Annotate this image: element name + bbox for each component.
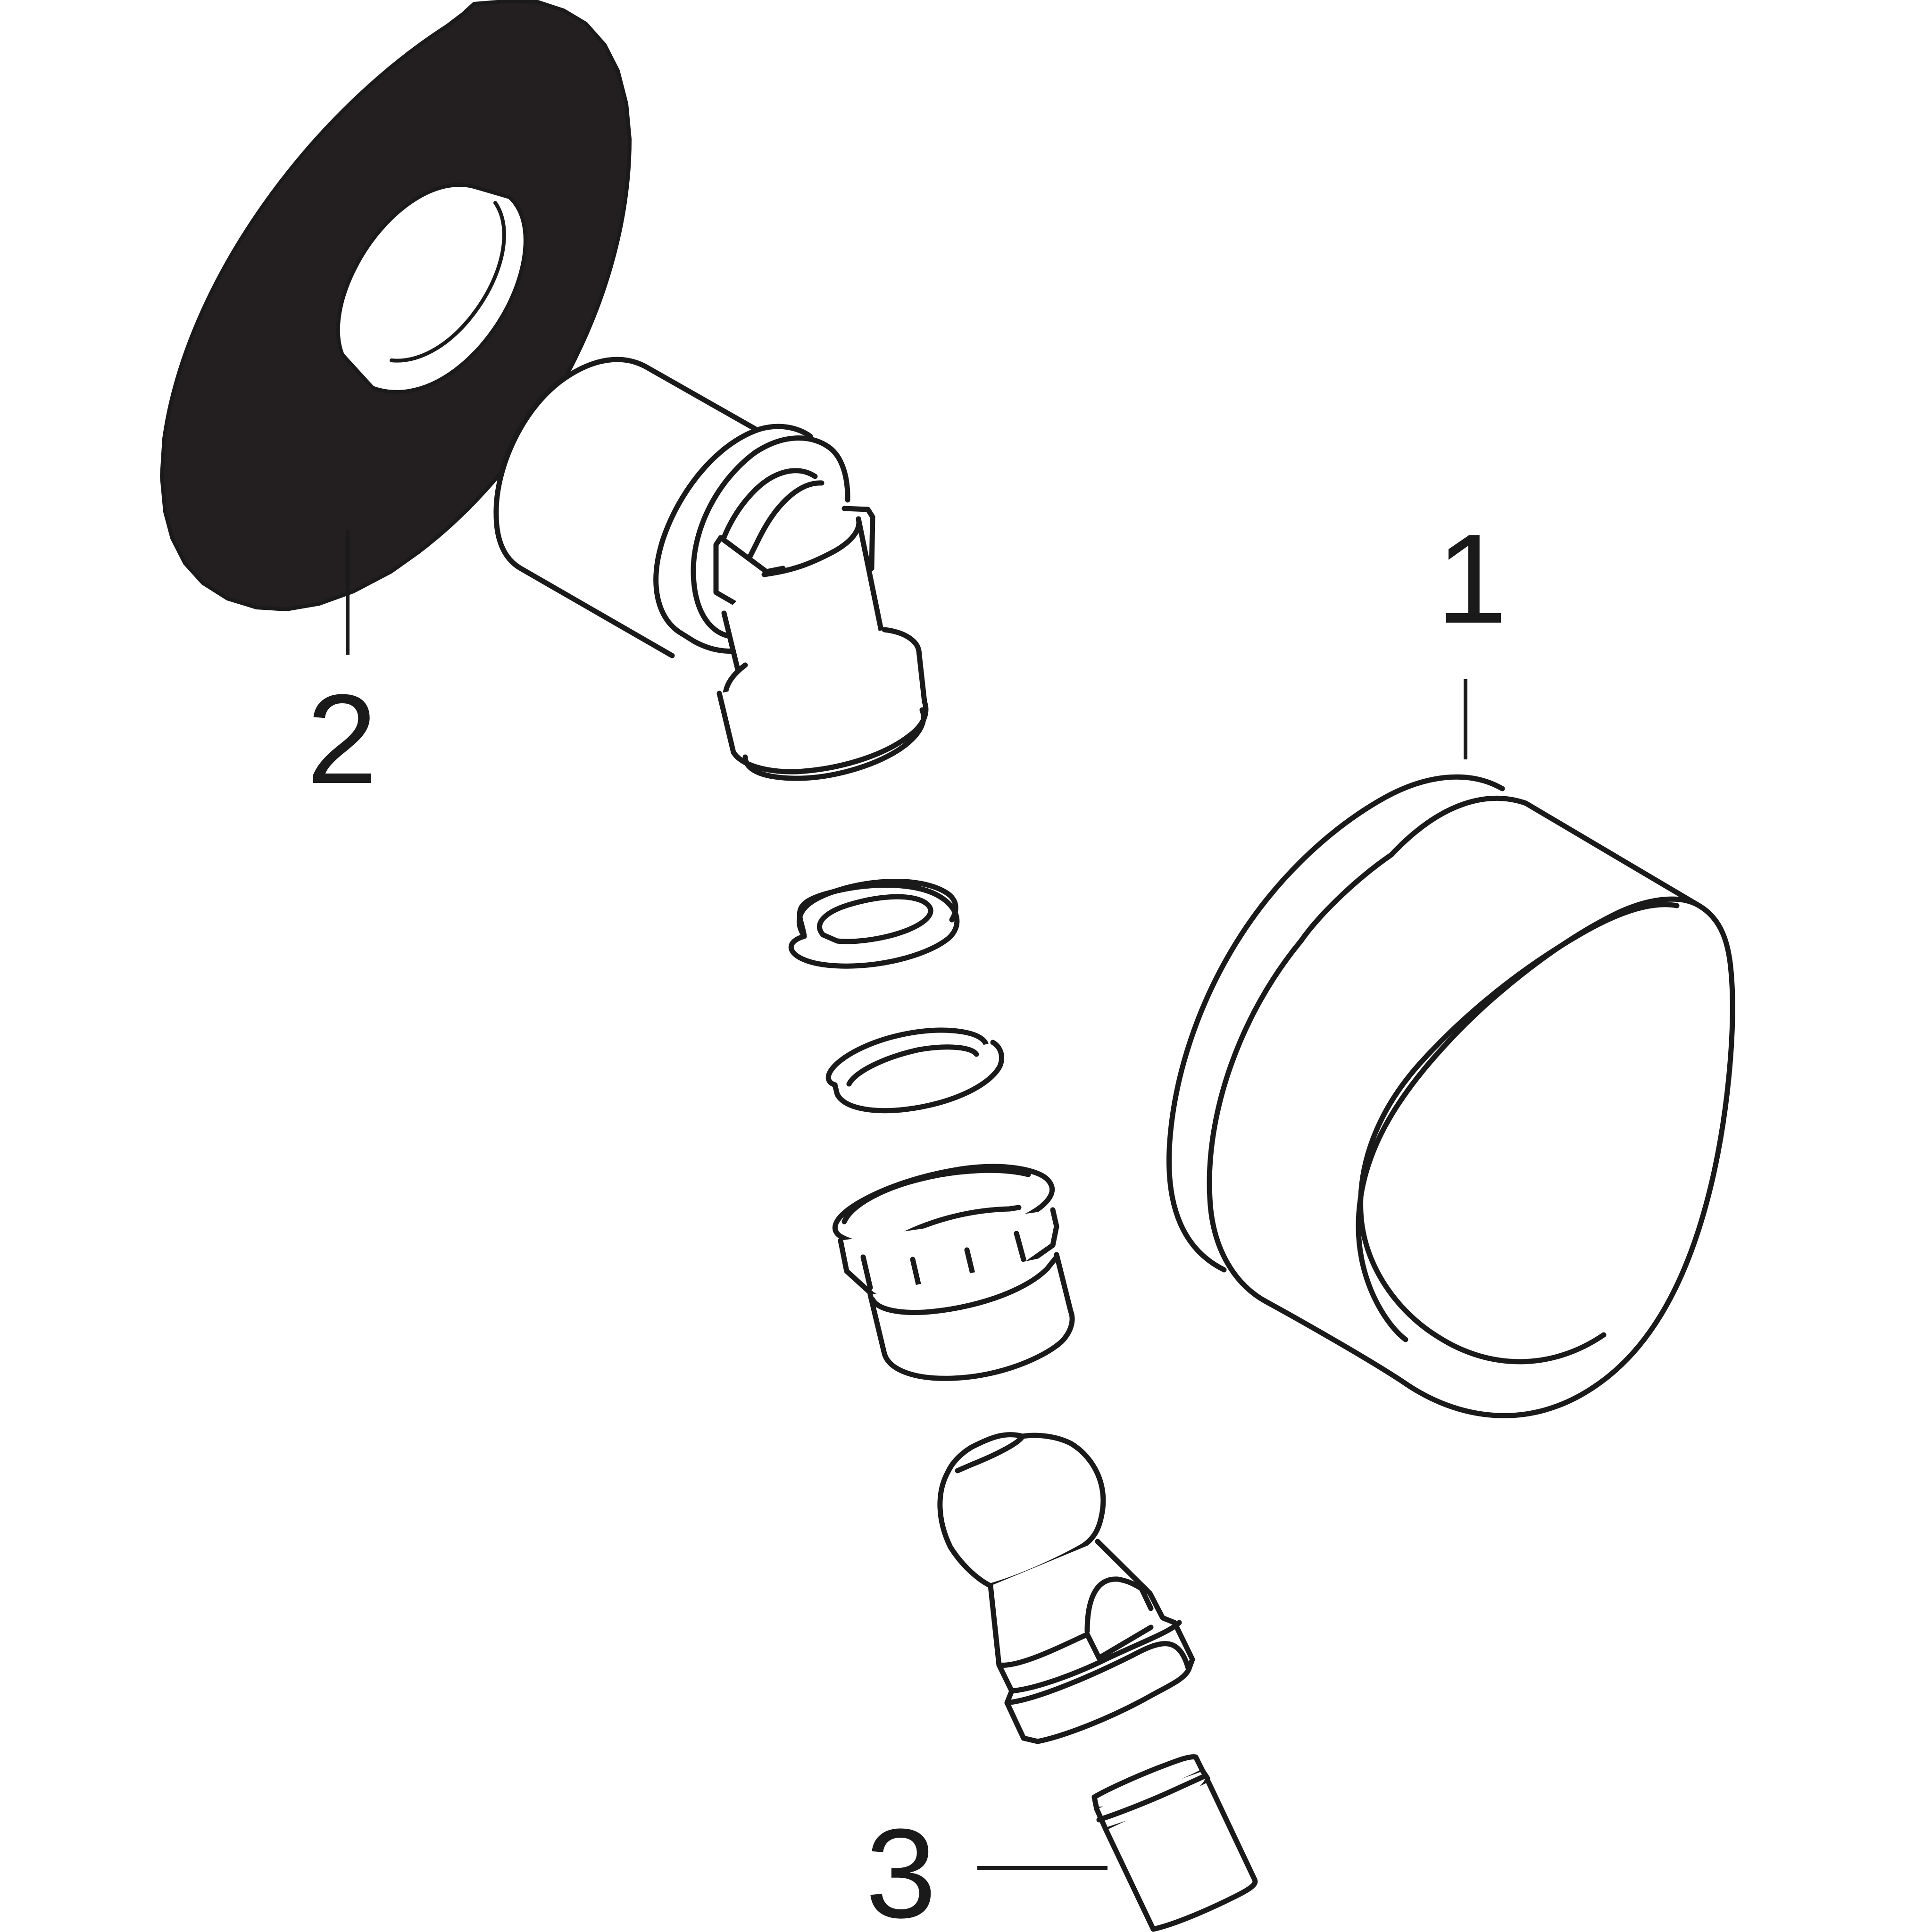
elbow-nut-ring-bottom	[742, 707, 926, 781]
elbow-flange-back	[827, 445, 850, 503]
nipple-hex-edge-4	[1004, 1641, 1191, 1706]
nipple-thread-line	[1096, 1773, 1208, 1823]
nut-hex-face-4	[1014, 1231, 1026, 1262]
upper-o-ring	[788, 879, 960, 969]
threaded-nut	[833, 1164, 1075, 1381]
rosette-hole-inner-edge	[390, 201, 506, 363]
sealing-ring-band	[832, 1040, 1004, 1114]
sealing-ring-inner	[846, 1044, 979, 1087]
elbow-body-front-edge	[841, 506, 875, 571]
nipple-shaft	[1103, 1779, 1258, 1932]
upper-o-ring-outer-top	[797, 879, 958, 939]
nut-top-ring-back	[841, 1167, 1031, 1224]
cap-front-face-outline	[1356, 896, 1702, 1342]
nut-hex-face-1	[860, 1254, 873, 1291]
elbow-connector	[493, 357, 929, 781]
elbow-socket-inner	[747, 480, 824, 559]
nipple-hex-edge-1	[996, 1632, 1102, 1668]
sealing-ring	[825, 1027, 1004, 1114]
nipple-hex-edge-3	[1009, 1620, 1182, 1694]
nipple-hex-notch	[1084, 1576, 1154, 1634]
threaded-nipple	[937, 1432, 1258, 1932]
nipple-ball-cap	[955, 1433, 1025, 1474]
rosette-center-hole	[336, 183, 527, 394]
nut-lower-ring	[870, 1254, 1059, 1315]
callout-label-1: 1	[1436, 508, 1507, 650]
elbow-socket-ring	[716, 468, 818, 555]
nut-top-ring-inner	[898, 1205, 1022, 1239]
callout-label-2: 2	[307, 668, 377, 810]
callout-label-3: 3	[866, 1803, 936, 1932]
cover-cap	[1166, 774, 1735, 1418]
upper-o-ring-inner	[816, 894, 933, 944]
nipple-hex-edge-2	[1096, 1624, 1154, 1661]
